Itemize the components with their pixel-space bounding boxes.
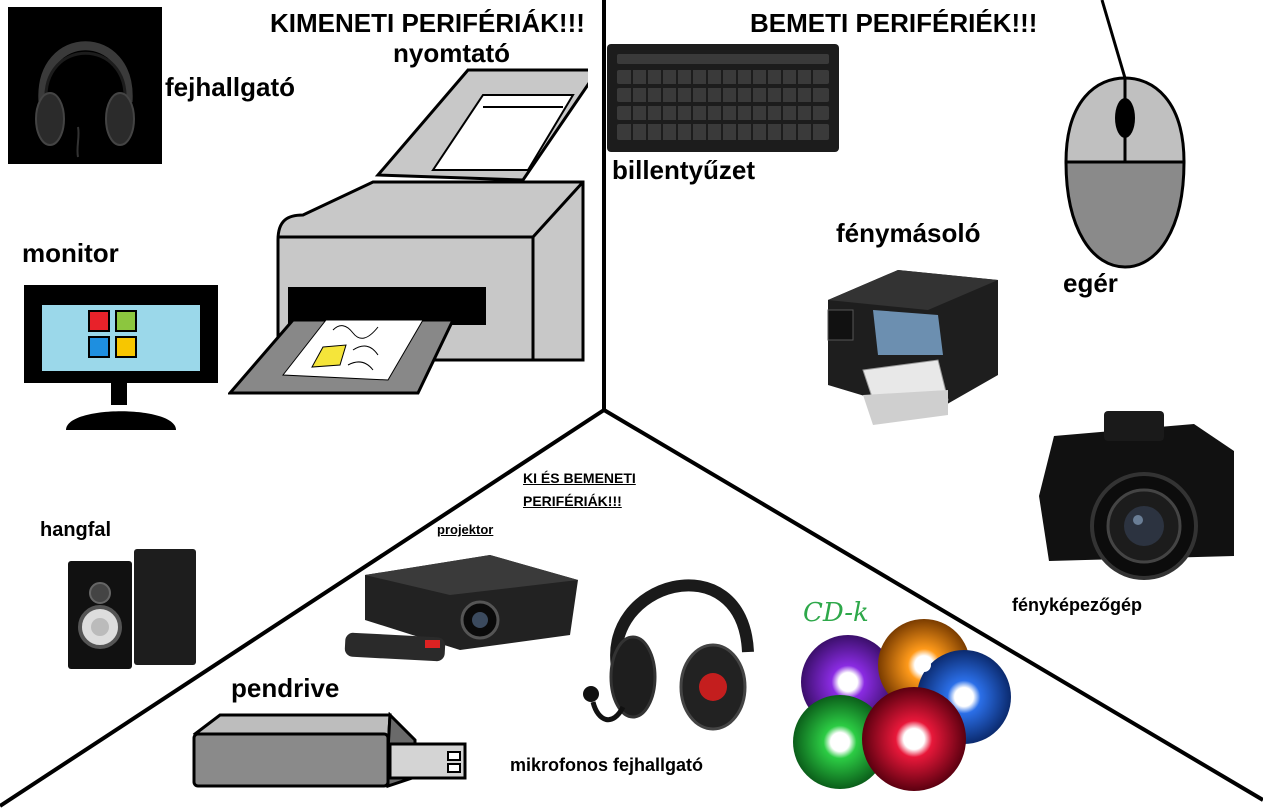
speaker-label: hangfal [40,519,112,541]
pendrive-label: pendrive [231,673,340,703]
cds-image [793,619,1011,791]
camera-label: fényképezőgép [1012,595,1143,615]
cds-label: CD-k [803,598,869,628]
headphones-image [8,7,162,164]
headset-image [583,579,754,731]
copier-label: fénymásoló [836,218,981,248]
io-heading-line2: PERIFÉRIÁK!!! [523,493,622,509]
pendrive-image [192,712,467,789]
keyboard-image [607,44,839,152]
io-heading-line1: KI ÉS BEMENETI [523,470,636,486]
projector-image [344,555,578,662]
projector-label: projektor [437,522,494,537]
monitor-image [24,285,218,430]
output-peripherals-heading: KIMENETI PERIFÉRIÁK!!! [270,8,585,38]
printer-label: nyomtató [393,38,510,68]
printer-image [228,68,588,395]
speakers-image [68,549,196,669]
copier-image [827,270,998,425]
keyboard-label: billentyűzet [612,155,756,185]
camera-image [1039,411,1234,580]
mouse-image [1064,0,1186,269]
io-peripherals-heading: KI ÉS BEMENETI PERIFÉRIÁK!!! [523,467,636,513]
input-peripherals-heading: BEMETI PERIFÉRIÉK!!! [750,8,1038,38]
mouse-label: egér [1063,268,1118,298]
monitor-label: monitor [22,238,119,268]
headphones-label: fejhallgató [165,72,296,102]
headset-label: mikrofonos fejhallgató [510,755,704,775]
